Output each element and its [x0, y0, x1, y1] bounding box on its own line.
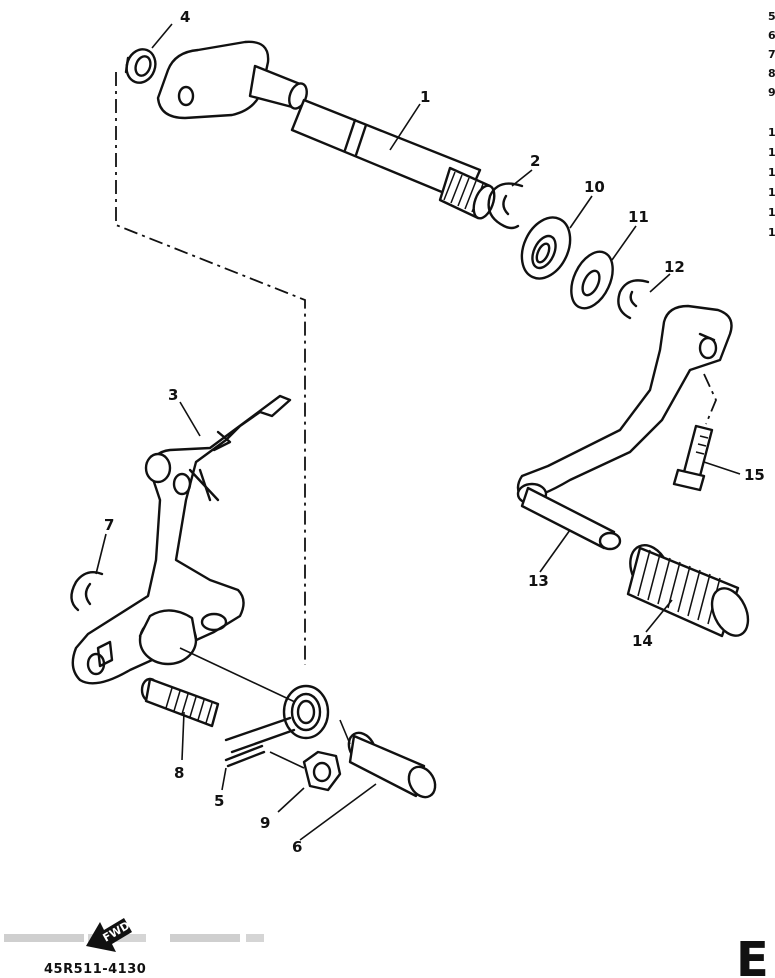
- callout-13: 13: [528, 572, 549, 590]
- callout-3: 3: [168, 386, 178, 404]
- footer: FWD 45R511-4130 E: [4, 918, 769, 978]
- index-entry: 1: [768, 126, 775, 139]
- corner-letter: E: [736, 932, 769, 978]
- part-15-bolt: [672, 424, 714, 492]
- index-entry: 1: [768, 146, 775, 159]
- callout-10: 10: [584, 178, 605, 196]
- part-7-circlip: [70, 571, 104, 612]
- callout-7: 7: [104, 516, 114, 534]
- leader-lines: [95, 23, 741, 841]
- callout-2: 2: [530, 152, 540, 170]
- callout-1: 1: [420, 88, 430, 106]
- callout-14: 14: [632, 632, 653, 650]
- part-14-foot-rubber: [626, 544, 750, 638]
- index-column: 5 6 7 8 9 1 1 1 1 1 1: [768, 10, 775, 239]
- part-9-nut: [269, 750, 342, 792]
- part-4-washer: [124, 48, 157, 84]
- index-entry: 9: [768, 86, 775, 99]
- part-1-shift-shaft: [156, 40, 496, 220]
- index-entry: 6: [768, 29, 775, 42]
- part-number: 45R511-4130: [44, 962, 146, 977]
- return-spring: [179, 647, 330, 754]
- callout-6: 6: [292, 838, 302, 856]
- index-entry: 1: [768, 186, 775, 199]
- index-entry: 1: [768, 206, 775, 219]
- callout-11: 11: [628, 208, 649, 226]
- callout-15: 15: [744, 466, 765, 484]
- alignment-line: [115, 72, 306, 665]
- callout-9: 9: [260, 814, 270, 832]
- faded-caption: [4, 934, 264, 942]
- callout-labels: 4 1 2 10 11 12 3 7 8 5 9 6 13 14 15: [104, 8, 765, 856]
- part-8-threaded-pin: [140, 677, 220, 728]
- part-13-shift-pedal: [516, 304, 733, 551]
- callout-12: 12: [664, 258, 685, 276]
- part-5-pin: [224, 744, 266, 768]
- part-10-washer: [520, 216, 572, 280]
- part-2-circlip: [487, 182, 524, 230]
- fwd-arrow-icon: FWD: [86, 918, 132, 952]
- part-11-washer: [570, 250, 614, 310]
- index-entry: 5: [768, 10, 775, 23]
- callout-8: 8: [174, 764, 184, 782]
- index-entry: 8: [768, 67, 775, 80]
- index-entry: 7: [768, 48, 775, 61]
- part-6-collar: [339, 719, 437, 799]
- index-entry: 1: [768, 226, 775, 239]
- callout-4: 4: [180, 8, 190, 26]
- callout-5: 5: [214, 792, 224, 810]
- part-12-circlip: [617, 279, 650, 320]
- part-3-shift-lever: [71, 394, 292, 685]
- index-entry: 1: [768, 166, 775, 179]
